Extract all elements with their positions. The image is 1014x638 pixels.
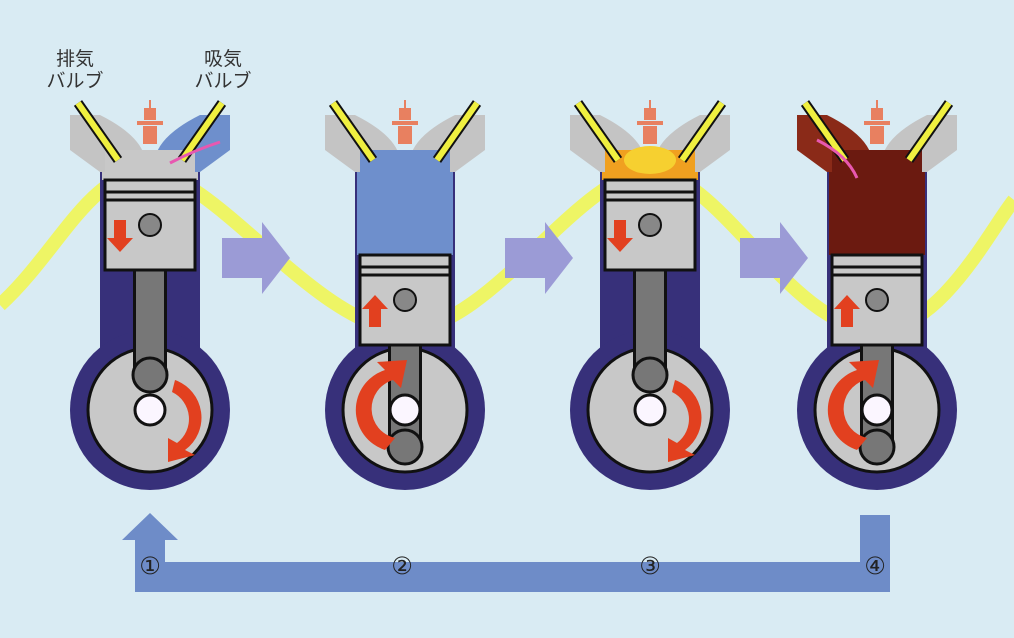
intake-valve-stem: [906, 101, 952, 162]
crank-rotation-arrow-icon: [668, 380, 702, 462]
exhaust-valve-label-line2: バルブ: [46, 70, 104, 92]
intake-flow-arrow-icon: [169, 140, 221, 165]
piston-direction-arrow-down-icon: [107, 220, 133, 252]
crank-pin: [386, 428, 424, 466]
crankshaft-center: [860, 393, 894, 427]
engine-compression: [325, 100, 485, 490]
step-number-3: ③: [639, 552, 661, 580]
exhaust-valve-label-line1: 排気: [55, 48, 94, 70]
step-number-2: ②: [391, 552, 413, 580]
exhaust-valve-label: 排気 バルブ: [40, 48, 110, 92]
cylinder-gas: [602, 172, 698, 180]
crank-rotation-arrow-icon: [827, 360, 879, 450]
spark-plug-icon: [392, 100, 418, 144]
ignition-flash: [624, 146, 676, 174]
intake-valve-stem: [679, 101, 725, 162]
engine-exhaust: [797, 100, 957, 490]
piston-pin: [138, 213, 162, 237]
engine-combustion: [570, 100, 730, 490]
spark-plug-icon: [137, 100, 163, 144]
step-arrow: [740, 222, 808, 294]
piston-pin: [865, 288, 889, 312]
crankshaft-center: [388, 393, 422, 427]
exhaust-valve-stem: [802, 101, 848, 162]
intake-valve-stem: [179, 101, 225, 162]
crank-rotation-arrow-icon: [168, 380, 202, 462]
exhaust-valve-stem: [75, 101, 121, 162]
cylinder-gas: [829, 172, 925, 255]
crank-pin: [631, 356, 669, 394]
spark-plug-icon: [637, 100, 663, 144]
intake-valve-label: 吸気 バルブ: [188, 48, 258, 92]
step-number-4: ④: [864, 552, 886, 580]
spark-plug-icon: [864, 100, 890, 144]
crankshaft-center: [633, 393, 667, 427]
intake-valve-label-line1: 吸気: [203, 48, 242, 70]
crankshaft-center: [133, 393, 167, 427]
piston-direction-arrow-up-icon: [834, 295, 860, 327]
exhaust-valve-stem: [330, 101, 376, 162]
step-number-1: ①: [139, 552, 161, 580]
piston-direction-arrow-down-icon: [607, 220, 633, 252]
step-arrow: [222, 222, 290, 294]
piston-pin: [638, 213, 662, 237]
combustion-chamber: [105, 150, 195, 174]
cylinder-gas: [102, 172, 198, 180]
crank-pin: [131, 356, 169, 394]
intake-valve-stem: [434, 101, 480, 162]
step-arrow: [505, 222, 573, 294]
exhaust-valve-stem: [575, 101, 621, 162]
cylinder-gas: [357, 172, 453, 255]
exhaust-flow-arrow-icon: [816, 138, 859, 179]
engine-intake: [70, 100, 230, 490]
piston-pin: [393, 288, 417, 312]
crank-rotation-arrow-icon: [355, 360, 407, 450]
piston-direction-arrow-up-icon: [362, 295, 388, 327]
combustion-chamber: [360, 150, 450, 174]
crank-pin: [858, 428, 896, 466]
cycle-return-bar: [122, 513, 890, 592]
intake-valve-label-line2: バルブ: [194, 70, 252, 92]
